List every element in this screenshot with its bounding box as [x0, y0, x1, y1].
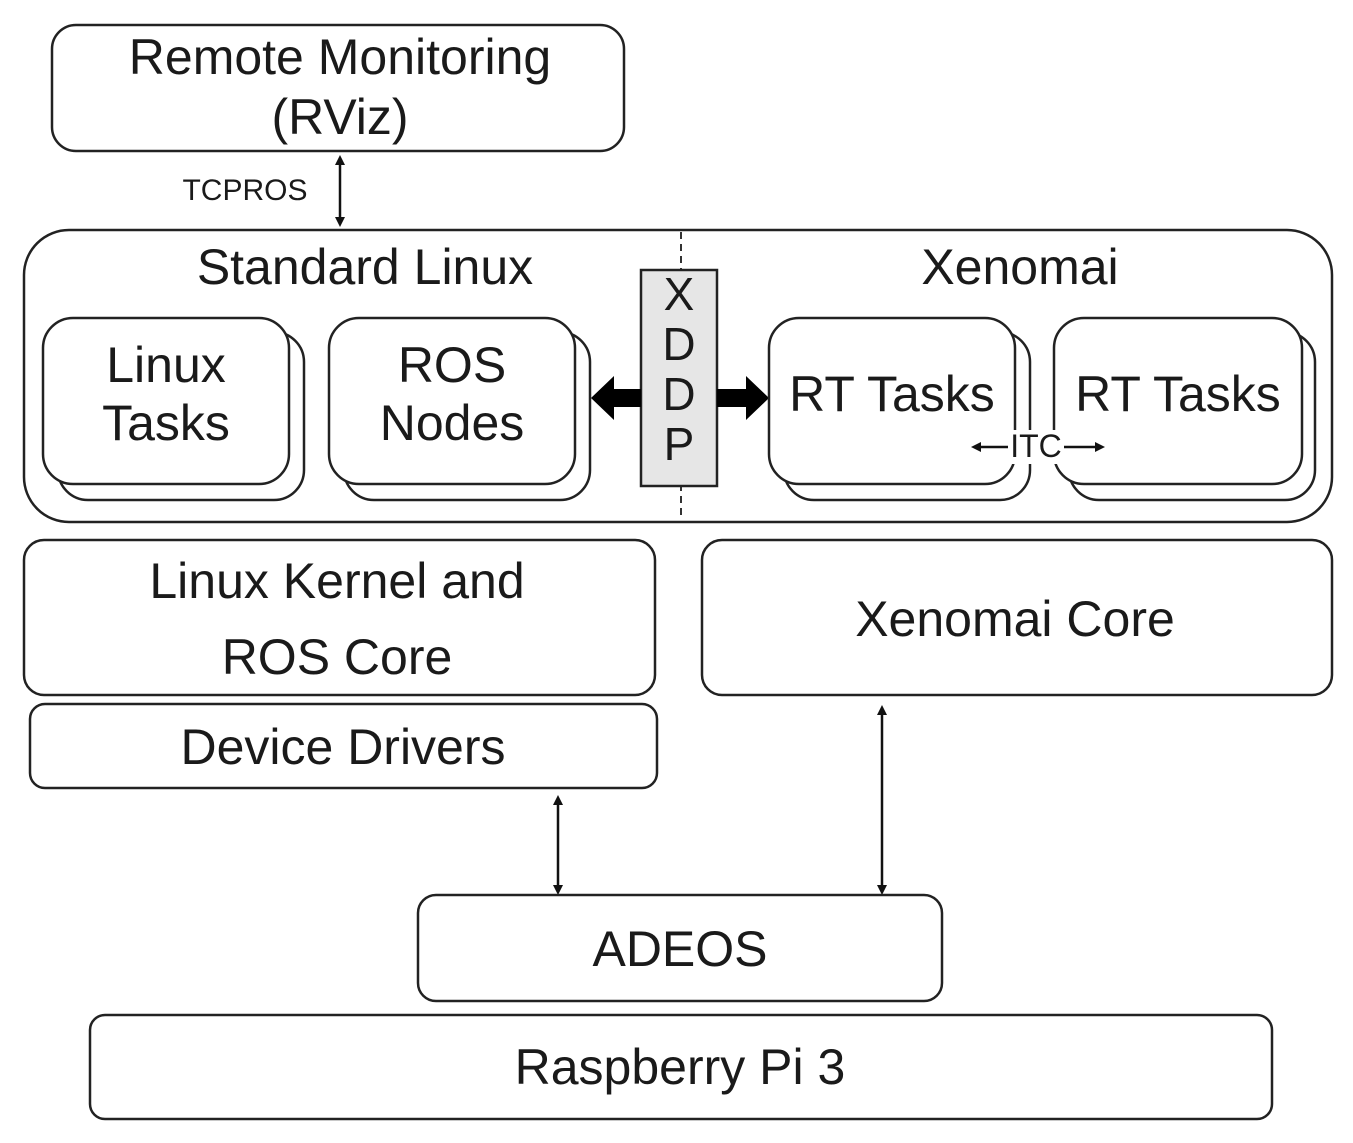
linux-tasks-label-1: Linux	[106, 337, 226, 393]
linux-kernel-label-2: ROS Core	[222, 629, 453, 685]
remote-monitoring-box: Remote Monitoring (RViz)	[50, 23, 626, 153]
linux-tasks-label-2: Tasks	[102, 395, 230, 451]
ros-nodes-label-2: Nodes	[380, 395, 525, 451]
raspberry-pi-box: Raspberry Pi 3	[88, 1013, 1274, 1121]
linux-tasks-box: Linux Tasks	[41, 316, 306, 502]
xenomai-core-label: Xenomai Core	[855, 591, 1175, 647]
rt-tasks-box-2: RT Tasks	[1052, 316, 1317, 502]
xenomai-core-box: Xenomai Core	[700, 538, 1334, 697]
itc-label-background	[1005, 430, 1067, 464]
ros-nodes-label-1: ROS	[398, 337, 506, 393]
ros-nodes-box: ROS Nodes	[327, 316, 592, 502]
linux-kernel-box: Linux Kernel and ROS Core	[22, 538, 657, 697]
rt-tasks-box-1: RT Tasks	[767, 316, 1032, 502]
adeos-box: ADEOS	[416, 893, 944, 1003]
rviz-label: (RViz)	[271, 89, 408, 145]
raspberry-pi-label: Raspberry Pi 3	[515, 1039, 846, 1095]
tcpros-label: TCPROS	[182, 174, 307, 207]
xddp-letter-3: D	[662, 368, 695, 420]
xddp-right-arrow	[717, 376, 769, 420]
xddp-letter-1: X	[664, 268, 695, 320]
xenomai-heading: Xenomai	[921, 239, 1118, 295]
adeos-label: ADEOS	[592, 921, 767, 977]
xddp-left-arrow	[591, 376, 641, 420]
standard-linux-heading: Standard Linux	[197, 239, 533, 295]
itc-label: ITC	[1010, 428, 1062, 464]
rt-tasks-label-1: RT Tasks	[789, 366, 995, 422]
rt-tasks-label-2: RT Tasks	[1075, 366, 1281, 422]
remote-monitoring-label: Remote Monitoring	[129, 29, 551, 85]
linux-kernel-label-1: Linux Kernel and	[149, 553, 524, 609]
xddp-block: X D D P	[639, 268, 719, 488]
device-drivers-box: Device Drivers	[28, 702, 659, 790]
xddp-letter-4: P	[664, 418, 695, 470]
xddp-letter-2: D	[662, 318, 695, 370]
device-drivers-label: Device Drivers	[180, 719, 505, 775]
